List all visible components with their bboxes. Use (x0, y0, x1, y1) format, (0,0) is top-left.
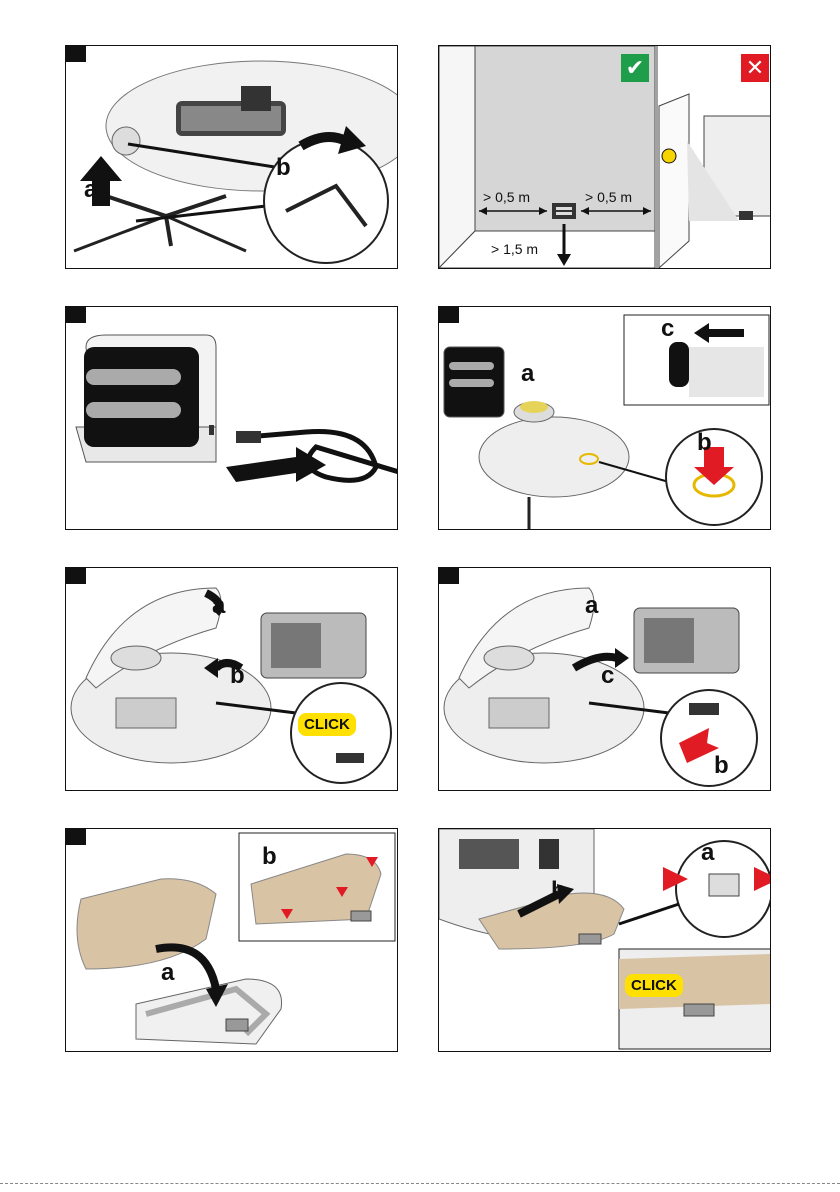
distance-right-label: > 0,5 m (585, 190, 632, 204)
panel-1-side-brush: a b (65, 45, 398, 269)
docking-illustration (439, 307, 771, 530)
panel-7-mop-attach: a b (65, 828, 398, 1052)
check-icon: ✔ (621, 54, 649, 82)
label-b: b (714, 754, 729, 778)
panel-3-power-cable (65, 306, 398, 530)
panel-8-mop-insert: a b CLICK (438, 828, 771, 1052)
room-placement-illustration (439, 46, 771, 269)
label-b: b (697, 431, 712, 455)
panel-4-docking: a b c (438, 306, 771, 530)
cross-icon: ✕ (741, 54, 769, 82)
label-b: b (551, 879, 566, 903)
mop-attach-illustration (66, 829, 398, 1052)
click-badge: CLICK (298, 713, 356, 736)
label-a: a (521, 362, 534, 386)
label-a: a (701, 841, 714, 865)
panel-2-placement: ✔ ✕ > 0,5 m > 0,5 m > 1,5 m (438, 45, 771, 269)
label-b: b (276, 156, 291, 180)
distance-left-label: > 0,5 m (483, 190, 530, 204)
station-power-illustration (66, 307, 398, 530)
label-b: b (230, 664, 245, 688)
label-c: c (661, 317, 674, 341)
click-badge: CLICK (625, 974, 683, 997)
label-a: a (585, 594, 598, 618)
label-a: a (212, 594, 225, 618)
panel-6-dustbin-remove: a b c (438, 567, 771, 791)
label-a: a (84, 178, 97, 202)
label-a: a (161, 961, 174, 985)
panel-5-dustbin-insert: a b CLICK (65, 567, 398, 791)
distance-front-label: > 1,5 m (491, 242, 538, 256)
side-brush-illustration (66, 46, 398, 269)
label-c: c (601, 664, 614, 688)
label-b: b (262, 845, 277, 869)
mop-insert-illustration (439, 829, 771, 1052)
